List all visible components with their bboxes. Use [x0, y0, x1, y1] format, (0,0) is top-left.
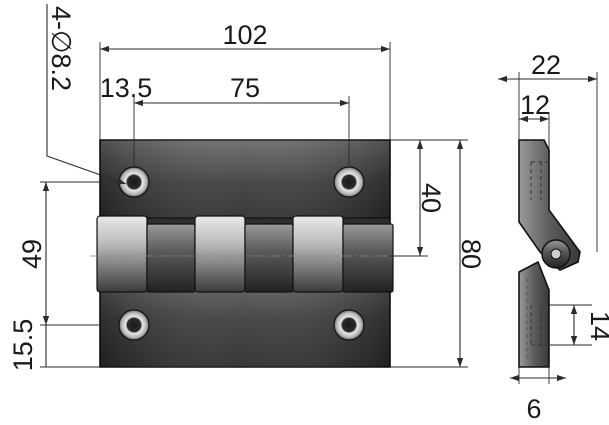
hinge-knuckles: [90, 215, 400, 293]
mounting-hole: [333, 166, 365, 198]
mounting-hole: [118, 166, 150, 198]
dimension-hole-spacing-horizontal: 75: [230, 73, 260, 103]
side-lower-leaf: [518, 260, 550, 368]
hinge-side-view: [518, 139, 581, 368]
dimension-side-leaf-offset: 12: [520, 90, 550, 120]
knuckle-segment: [96, 215, 148, 293]
knuckle-segment: [146, 223, 196, 293]
knuckle-segment: [292, 215, 344, 293]
dimension-side-hole-depth: 14: [585, 311, 609, 341]
dimension-side-leaf-thickness: 6: [526, 394, 541, 424]
dimension-edge-offset-vertical: 15.5: [8, 319, 38, 372]
side-view-dimensions: 22 12 14 6: [498, 50, 609, 424]
mounting-holes: [118, 166, 365, 341]
dimension-side-total-thickness: 22: [531, 50, 561, 80]
dimension-hole-spacing-top: 40: [416, 183, 446, 213]
dimension-edge-offset-horizontal: 13.5: [100, 73, 153, 103]
front-view-dimensions: 102 75 13.5 4-∅8.2 40 80 49 15.5: [8, 4, 486, 371]
dimension-overall-width: 102: [222, 20, 267, 50]
mounting-hole: [333, 309, 365, 341]
dimension-hole-spacing-vertical: 49: [17, 239, 47, 269]
dimension-overall-height: 80: [456, 239, 486, 269]
knuckle-segment: [244, 223, 294, 293]
side-upper-leaf: [518, 139, 581, 271]
hole-callout-leader: [46, 4, 127, 185]
knuckle-segment: [194, 215, 246, 293]
dimension-hole-callout: 4-∅8.2: [46, 6, 76, 91]
hinge-front-view: [90, 139, 400, 368]
knuckle-segment: [342, 223, 394, 293]
mounting-hole: [118, 309, 150, 341]
side-pin: [550, 248, 562, 260]
